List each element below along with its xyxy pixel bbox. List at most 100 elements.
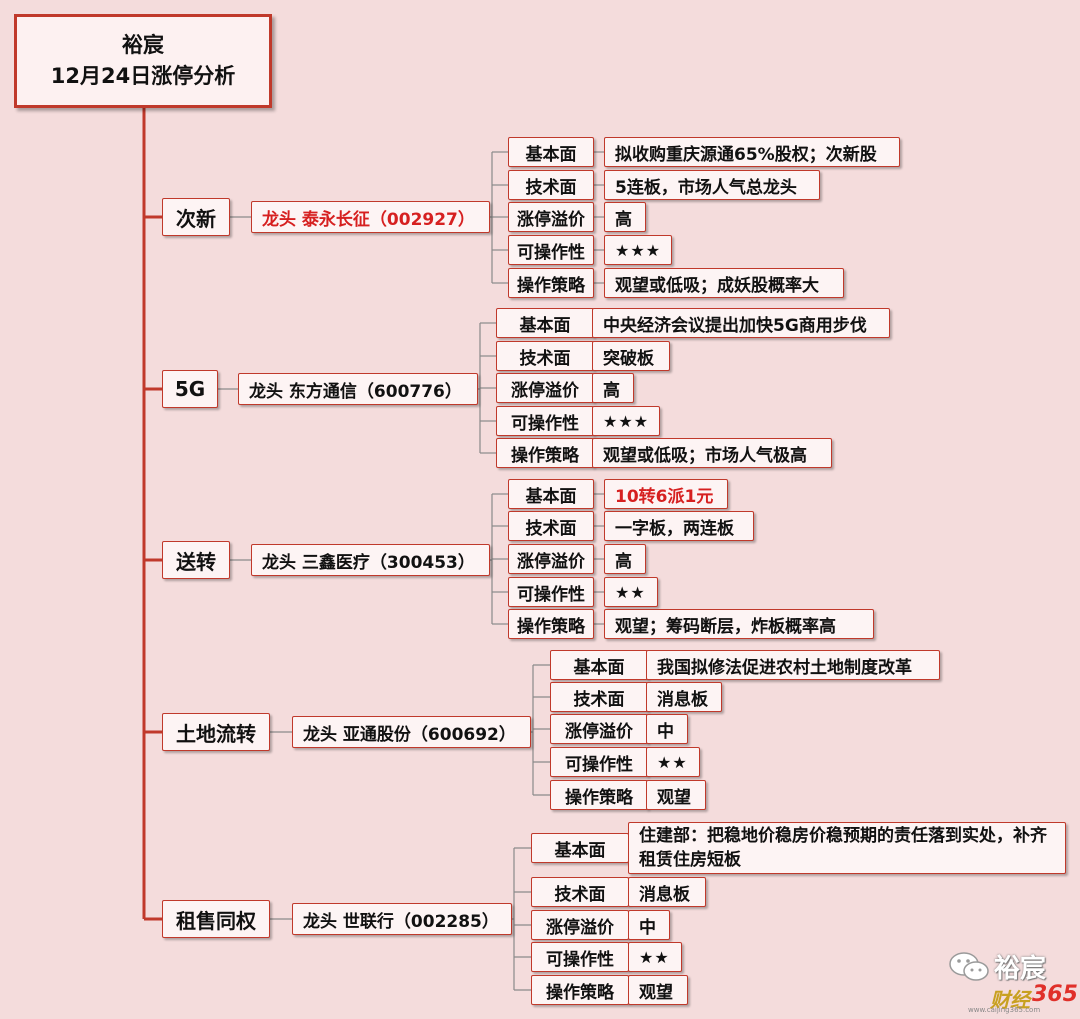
attribute-value-box-label: 我国拟修法促进农村土地制度改革 [657, 657, 912, 678]
attribute-label-box[interactable]: 技术面 [496, 341, 594, 371]
attribute-label-box-label: 可操作性 [511, 413, 579, 434]
attribute-label-box[interactable]: 基本面 [496, 308, 594, 338]
attribute-value-box-label: 突破板 [603, 348, 654, 369]
leader-stock-box[interactable]: 龙头 三鑫医疗（300453） [251, 544, 490, 576]
attribute-label-box[interactable]: 操作策略 [531, 975, 629, 1005]
attribute-label-box[interactable]: 技术面 [508, 511, 594, 541]
attribute-label-box[interactable]: 基本面 [508, 137, 594, 167]
attribute-label-box[interactable]: 基本面 [508, 479, 594, 509]
watermark-site-prefix: 财经 [990, 988, 1030, 1012]
attribute-value-box[interactable]: 观望；筹码断层，炸板概率高 [604, 609, 874, 639]
attribute-value-box-label: 消息板 [639, 884, 690, 905]
category-box[interactable]: 送转 [162, 541, 230, 579]
attribute-label-box[interactable]: 涨停溢价 [508, 544, 594, 574]
attribute-value-box-label: 中 [657, 721, 674, 742]
attribute-label-box[interactable]: 涨停溢价 [508, 202, 594, 232]
attribute-label-box-label: 涨停溢价 [517, 209, 585, 230]
leader-stock-box[interactable]: 龙头 泰永长征（002927） [251, 201, 490, 233]
attribute-label-box[interactable]: 可操作性 [496, 406, 594, 436]
attribute-value-box[interactable]: 消息板 [628, 877, 706, 907]
leader-stock-box-label: 龙头 泰永长征（002927） [262, 209, 475, 230]
attribute-label-box-label: 操作策略 [546, 982, 614, 1003]
attribute-label-box[interactable]: 技术面 [550, 682, 648, 712]
attribute-value-box-label: 观望或低吸；市场人气极高 [603, 445, 807, 466]
attribute-value-box-label: 观望 [657, 787, 691, 808]
attribute-value-box[interactable]: 高 [604, 202, 646, 232]
wechat-icon [949, 952, 989, 981]
attribute-label-box-label: 可操作性 [565, 754, 633, 775]
attribute-label-box-label: 基本面 [525, 144, 577, 165]
attribute-value-box-label: 中央经济会议提出加快5G商用步伐 [603, 315, 867, 336]
attribute-value-box-label: 住建部：把稳地价稳房价稳预期的责任落到实处，补齐租赁住房短板 [639, 826, 1047, 870]
attribute-value-box[interactable]: 高 [592, 373, 634, 403]
attribute-value-box[interactable]: 中 [628, 910, 670, 940]
attribute-label-box-label: 基本面 [573, 657, 625, 678]
leader-stock-box-label: 龙头 亚通股份（600692） [303, 724, 516, 745]
attribute-label-box[interactable]: 操作策略 [508, 268, 594, 298]
attribute-value-box-label: 高 [615, 209, 632, 230]
attribute-value-box[interactable]: 观望 [628, 975, 688, 1005]
attribute-value-box[interactable]: ★★ [646, 747, 700, 777]
attribute-value-box[interactable]: 我国拟修法促进农村土地制度改革 [646, 650, 940, 680]
attribute-label-box[interactable]: 可操作性 [508, 577, 594, 607]
attribute-value-box[interactable]: ★★ [604, 577, 658, 607]
attribute-label-box[interactable]: 技术面 [508, 170, 594, 200]
attribute-label-box[interactable]: 涨停溢价 [531, 910, 629, 940]
attribute-value-box[interactable]: 观望或低吸；市场人气极高 [592, 438, 832, 468]
attribute-label-box-label: 可操作性 [546, 949, 614, 970]
attribute-value-box-label: 观望；筹码断层，炸板概率高 [615, 616, 836, 637]
attribute-value-box[interactable]: 拟收购重庆源通65%股权；次新股 [604, 137, 900, 167]
attribute-label-box-label: 涨停溢价 [517, 551, 585, 572]
attribute-label-box-label: 技术面 [573, 689, 625, 710]
attribute-value-box[interactable]: 高 [604, 544, 646, 574]
attribute-label-box-label: 基本面 [519, 315, 571, 336]
attribute-value-box-label: 观望 [639, 982, 673, 1003]
root-title-box[interactable]: 裕宸 12月24日涨停分析 [14, 14, 272, 108]
category-box[interactable]: 土地流转 [162, 713, 270, 751]
attribute-value-box-label: 拟收购重庆源通65%股权；次新股 [615, 144, 877, 165]
category-box-label: 送转 [176, 549, 216, 574]
attribute-label-box[interactable]: 基本面 [531, 833, 629, 863]
attribute-label-box[interactable]: 可操作性 [550, 747, 648, 777]
leader-stock-box[interactable]: 龙头 世联行（002285） [292, 903, 512, 935]
attribute-value-box[interactable]: 10转6派1元 [604, 479, 728, 509]
attribute-value-box[interactable]: 5连板，市场人气总龙头 [604, 170, 820, 200]
attribute-value-box[interactable]: 中 [646, 714, 688, 744]
attribute-value-box[interactable]: 消息板 [646, 682, 722, 712]
attribute-label-box-label: 基本面 [554, 840, 606, 861]
attribute-value-box[interactable]: 观望或低吸；成妖股概率大 [604, 268, 844, 298]
category-box-label: 租售同权 [176, 908, 256, 933]
attribute-label-box-label: 涨停溢价 [546, 917, 614, 938]
root-title-name: 裕宸 [122, 33, 164, 57]
attribute-value-box[interactable]: 一字板，两连板 [604, 511, 754, 541]
attribute-value-box[interactable]: 突破板 [592, 341, 670, 371]
category-box-label: 次新 [176, 206, 216, 231]
attribute-value-box[interactable]: ★★ [628, 942, 682, 972]
category-box[interactable]: 5G [162, 370, 218, 408]
attribute-label-box[interactable]: 涨停溢价 [496, 373, 594, 403]
leader-stock-box-label: 龙头 世联行（002285） [303, 911, 499, 932]
category-box[interactable]: 次新 [162, 198, 230, 236]
attribute-value-box[interactable]: 中央经济会议提出加快5G商用步伐 [592, 308, 890, 338]
attribute-label-box[interactable]: 技术面 [531, 877, 629, 907]
attribute-value-box-label: 高 [603, 380, 620, 401]
attribute-label-box[interactable]: 可操作性 [531, 942, 629, 972]
attribute-value-box[interactable]: 观望 [646, 780, 706, 810]
attribute-label-box[interactable]: 涨停溢价 [550, 714, 648, 744]
watermark-brand: 裕宸 [994, 954, 1047, 984]
category-box-label: 5G [174, 377, 206, 401]
attribute-value-box[interactable]: 住建部：把稳地价稳房价稳预期的责任落到实处，补齐租赁住房短板 [628, 822, 1066, 874]
attribute-label-box[interactable]: 操作策略 [496, 438, 594, 468]
attribute-value-box[interactable]: ★★★ [592, 406, 660, 436]
attribute-label-box[interactable]: 基本面 [550, 650, 648, 680]
attribute-label-box[interactable]: 可操作性 [508, 235, 594, 265]
attribute-label-box-label: 技术面 [525, 518, 577, 539]
attribute-value-box[interactable]: ★★★ [604, 235, 672, 265]
leader-stock-box[interactable]: 龙头 东方通信（600776） [238, 373, 478, 405]
leader-stock-box-label: 龙头 东方通信（600776） [249, 381, 462, 402]
leader-stock-box[interactable]: 龙头 亚通股份（600692） [292, 716, 531, 748]
attribute-label-box[interactable]: 操作策略 [508, 609, 594, 639]
attribute-label-box[interactable]: 操作策略 [550, 780, 648, 810]
category-box[interactable]: 租售同权 [162, 900, 270, 938]
attribute-label-box-label: 可操作性 [517, 584, 585, 605]
